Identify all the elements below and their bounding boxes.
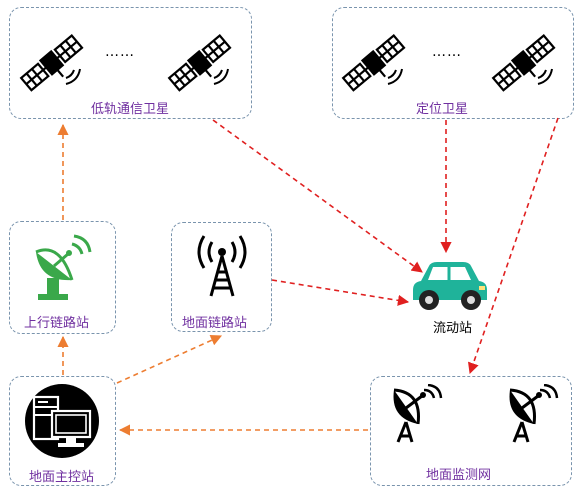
leo-satellite-label: 低轨通信卫星 <box>91 102 170 117</box>
satellite-icon <box>491 34 556 92</box>
nav-satellite-label: 定位卫星 <box>416 102 469 117</box>
leo-ellipsis: …… <box>105 44 135 60</box>
nav-satellite-group <box>332 7 574 119</box>
radio-tower-icon <box>197 235 247 297</box>
green-dish-antenna-icon <box>35 234 92 300</box>
monitor-network-label: 地面监测网 <box>426 468 492 483</box>
satellite-icon <box>167 34 232 92</box>
satellite-icon <box>19 34 84 92</box>
master-to-ground-link-link <box>116 335 223 384</box>
satellite-icon <box>341 34 406 92</box>
nav-to-monitor-link <box>467 117 559 375</box>
leo-satellite-group <box>9 7 252 119</box>
car-icon <box>413 262 487 310</box>
ground-link-to-rover-link <box>271 279 410 306</box>
master-station-label: 地面主控站 <box>29 470 95 485</box>
nav-ellipsis: …… <box>432 44 462 60</box>
monitor-network-box <box>370 376 572 486</box>
ground-link-station-label: 地面链路站 <box>182 316 248 331</box>
ground-link-station-box <box>171 222 272 332</box>
dish-antenna-icon <box>509 384 559 443</box>
rover-label: 流动站 <box>433 321 473 336</box>
leo-to-rover-link <box>212 119 423 273</box>
uplink-station-box <box>9 221 116 334</box>
dish-antenna-icon <box>393 384 443 443</box>
uplink-station-label: 上行链路站 <box>24 316 90 331</box>
master-station-box <box>9 376 116 486</box>
computer-server-icon <box>25 384 99 458</box>
